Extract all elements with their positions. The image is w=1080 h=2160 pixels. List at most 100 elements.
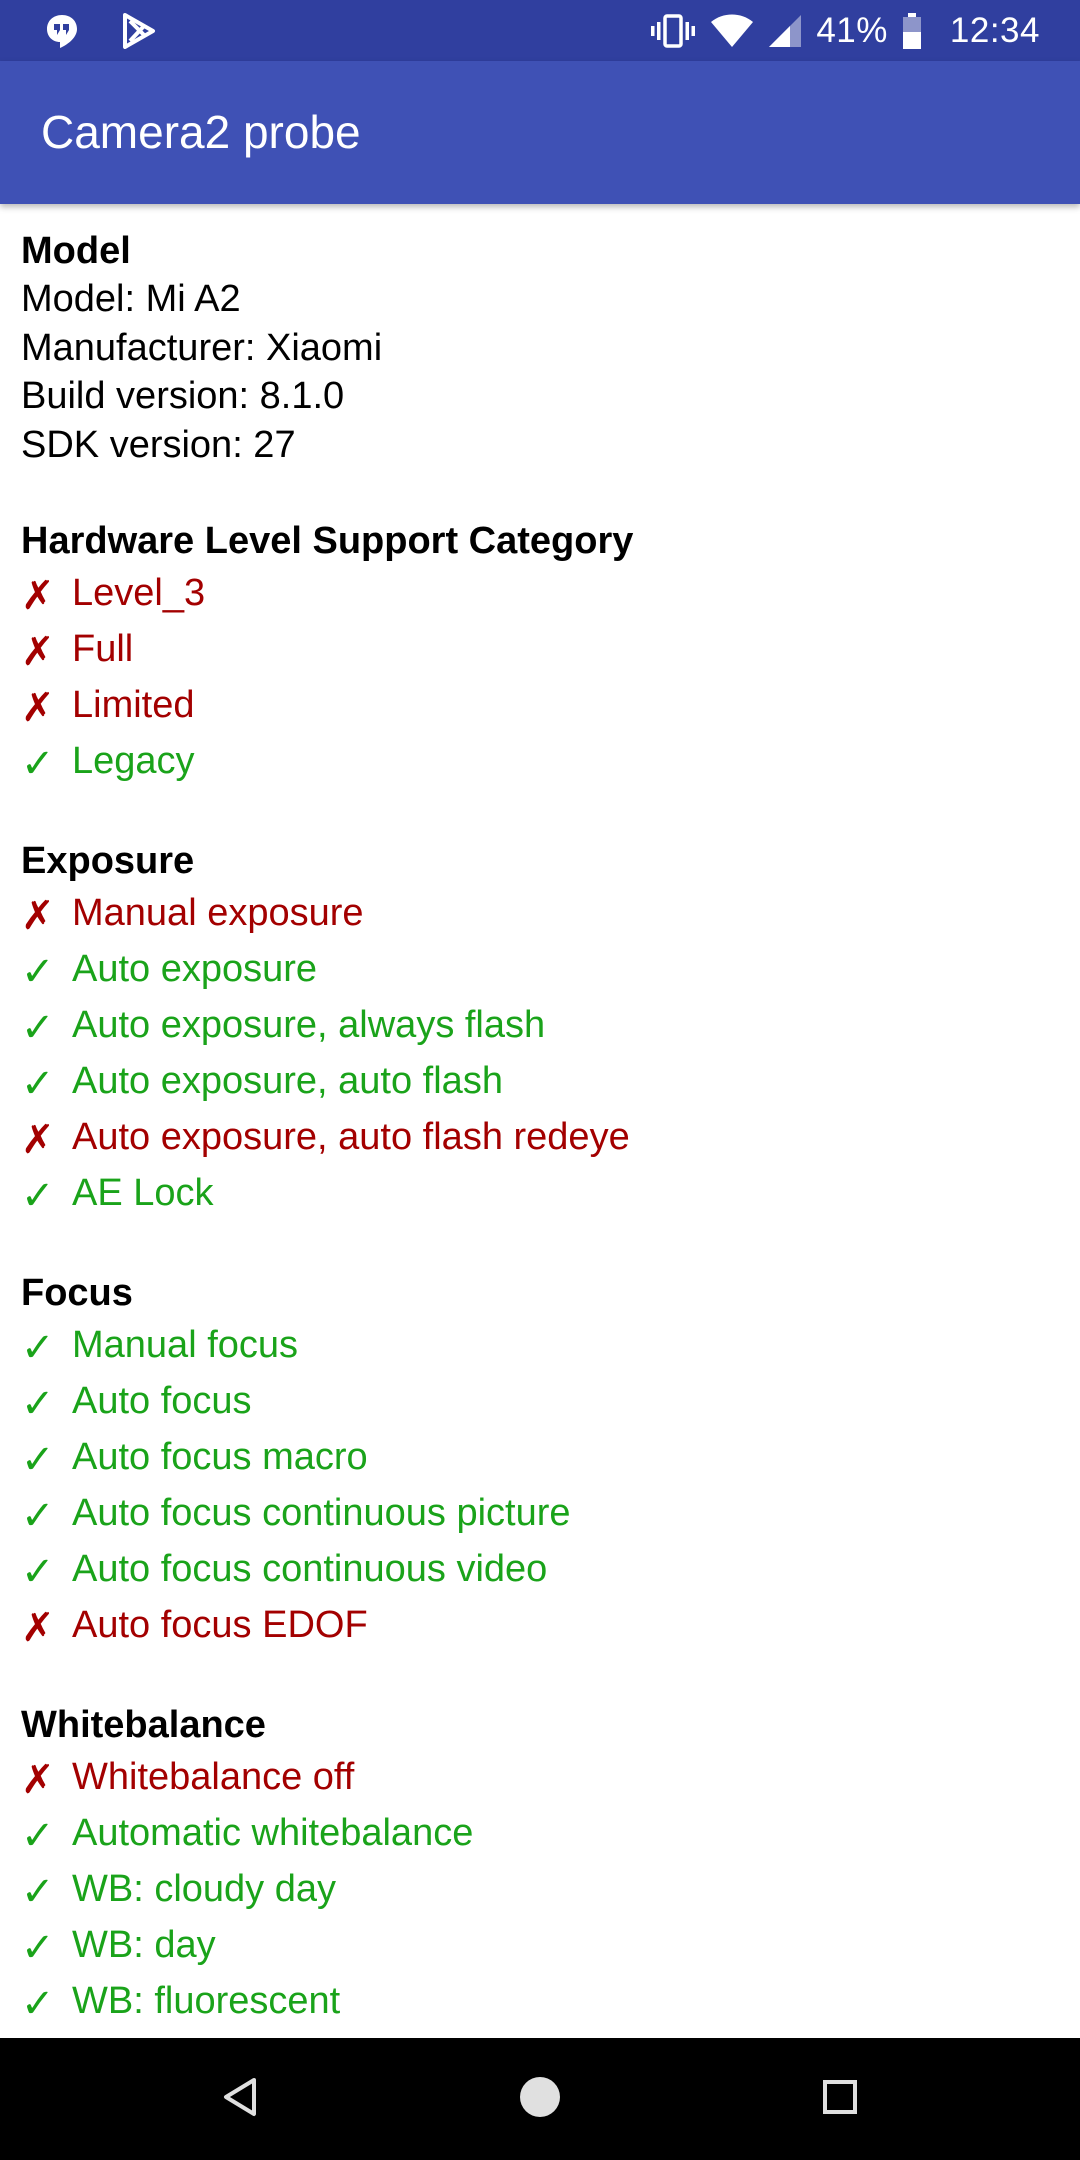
focus-list: ✓Manual focus✓Auto focus✓Auto focus macr… bbox=[21, 1317, 1080, 1653]
feature-item: ✓ Auto focus macro bbox=[21, 1429, 1080, 1485]
navigation-bar bbox=[0, 2038, 1080, 2160]
recents-icon bbox=[822, 2079, 858, 2120]
section-title-exposure: Exposure bbox=[21, 840, 195, 882]
check-icon: ✓ bbox=[21, 1870, 55, 1914]
feature-label: Auto exposure bbox=[72, 947, 318, 990]
cross-icon: ✗ bbox=[21, 894, 55, 938]
status-bar: 41% 12:34 bbox=[0, 0, 1080, 61]
feature-item: ✓ WB: fluorescent bbox=[21, 1973, 1080, 2029]
model-line: Model: Mi A2 bbox=[21, 278, 241, 320]
app-title: Camera2 probe bbox=[41, 106, 361, 158]
whitebalance-list: ✗ Whitebalance off ✓ Automatic whitebalance… bbox=[21, 1749, 1080, 2029]
notification-icons bbox=[44, 0, 156, 61]
hardware-level-section: Hardware Level Support Category ✗ Level_3… bbox=[21, 517, 1080, 789]
feature-item: ✗ Auto focus EDOF bbox=[21, 1597, 1080, 1653]
check-icon: ✓ bbox=[21, 1382, 55, 1426]
feature-label: Auto exposure, always flash bbox=[72, 1003, 546, 1046]
feature-label: Auto focus continuous video bbox=[72, 1547, 548, 1590]
feature-label: WB: cloudy day bbox=[72, 1867, 336, 1910]
hangouts-icon bbox=[44, 13, 80, 49]
feature-item: ✗ Limited bbox=[21, 677, 1080, 733]
feature-item: ✓ WB: day bbox=[21, 1917, 1080, 1973]
check-icon: ✓ bbox=[21, 1494, 55, 1538]
app-bar: Camera2 probe bbox=[0, 61, 1080, 204]
check-icon: ✓ bbox=[21, 1438, 55, 1482]
feature-label: Full bbox=[72, 627, 134, 670]
hardware-level-list: ✗ Level_3 ✗ Full ✗ Limited ✓ Legacy bbox=[21, 565, 1080, 789]
check-icon: ✓ bbox=[21, 1062, 55, 1106]
check-icon: ✓ bbox=[21, 1006, 55, 1050]
check-icon: ✓ bbox=[21, 1326, 55, 1370]
check-icon: ✓ bbox=[21, 1814, 55, 1858]
feature-label: Manual exposure bbox=[72, 891, 364, 934]
model-section: Model Model: Mi A2 Manufacturer: Xiaomi … bbox=[21, 227, 1080, 469]
cell-signal-icon bbox=[768, 14, 802, 48]
sdk-version-line: SDK version: 27 bbox=[21, 423, 296, 466]
feature-item: ✗ Manual exposure bbox=[21, 885, 1080, 941]
feature-label: Auto focus EDOF bbox=[72, 1603, 368, 1646]
feature-label: WB: day bbox=[72, 1923, 216, 1966]
exposure-list: ✗ Manual exposure ✓ Auto exposure ✓ Auto expo… bbox=[21, 885, 1080, 1221]
feature-item: ✓ AE Lock bbox=[21, 1165, 1080, 1221]
feature-label: Limited bbox=[72, 683, 195, 726]
feature-item: ✓ Manual focus bbox=[21, 1317, 1080, 1373]
probe-results[interactable]: Model Model: Mi A2 Manufacturer: Xiaomi … bbox=[0, 204, 1080, 2038]
back-icon bbox=[222, 2077, 258, 2122]
section-title-hardware-level: Hardware Level Support Category bbox=[21, 520, 634, 562]
check-icon: ✓ bbox=[21, 1982, 55, 2026]
feature-item: ✓ Auto exposure bbox=[21, 941, 1080, 997]
recents-button[interactable] bbox=[770, 2038, 910, 2160]
feature-label: Auto focus continuous picture bbox=[72, 1491, 571, 1534]
feature-item: ✓ Auto focus continuous picture bbox=[21, 1485, 1080, 1541]
feature-item: ✗ Level_3 bbox=[21, 565, 1080, 621]
feature-item: ✗ Auto exposure, auto flash redeye bbox=[21, 1109, 1080, 1165]
feature-label: Legacy bbox=[72, 739, 195, 782]
home-button[interactable] bbox=[470, 2038, 610, 2160]
cross-icon: ✗ bbox=[21, 1118, 55, 1162]
check-icon: ✓ bbox=[21, 1926, 55, 1970]
manufacturer-line: Manufacturer: Xiaomi bbox=[21, 326, 383, 369]
play-store-icon bbox=[122, 12, 156, 49]
feature-item: ✗ Full bbox=[21, 621, 1080, 677]
feature-label: Manual focus bbox=[72, 1323, 299, 1366]
feature-label: AE Lock bbox=[72, 1171, 214, 1214]
check-icon: ✓ bbox=[21, 950, 55, 994]
focus-section: Focus ✓Manual focus✓Auto focus✓Auto focu… bbox=[21, 1269, 1080, 1653]
feature-label: Auto focus macro bbox=[72, 1435, 368, 1478]
back-button[interactable] bbox=[170, 2038, 310, 2160]
battery-percent: 41% bbox=[816, 10, 888, 50]
cross-icon: ✗ bbox=[21, 574, 55, 618]
feature-item: ✓ Auto exposure, always flash bbox=[21, 997, 1080, 1053]
battery-icon bbox=[902, 12, 922, 49]
check-icon: ✓ bbox=[21, 742, 55, 786]
feature-label: WB: fluorescent bbox=[72, 1979, 341, 2022]
feature-item: ✓Auto focus bbox=[21, 1373, 1080, 1429]
whitebalance-section: Whitebalance ✗ Whitebalance off ✓ Automatic… bbox=[21, 1701, 1080, 2029]
home-icon bbox=[518, 2075, 562, 2124]
feature-item: ✗ Whitebalance off bbox=[21, 1749, 1080, 1805]
section-title-model: Model bbox=[21, 230, 131, 272]
feature-label: Auto exposure, auto flash bbox=[72, 1059, 503, 1102]
cross-icon: ✗ bbox=[21, 1606, 55, 1650]
section-title-whitebalance: Whitebalance bbox=[21, 1704, 266, 1746]
exposure-section: Exposure ✗Manual exposure✓Auto exposure✓… bbox=[21, 837, 1080, 1221]
section-title-focus: Focus bbox=[21, 1272, 133, 1314]
cross-icon: ✗ bbox=[21, 686, 55, 730]
feature-item: ✓ Auto exposure, auto flash bbox=[21, 1053, 1080, 1109]
feature-label: Automatic whitebalance bbox=[72, 1811, 474, 1854]
status-time: 12:34 bbox=[949, 10, 1040, 50]
vibrate-icon bbox=[650, 13, 696, 49]
check-icon: ✓ bbox=[21, 1550, 55, 1594]
cross-icon: ✗ bbox=[21, 1758, 55, 1802]
feature-label: Auto exposure, auto flash redeye bbox=[72, 1115, 630, 1158]
cross-icon: ✗ bbox=[21, 630, 55, 674]
feature-item: ✓ Legacy bbox=[21, 733, 1080, 789]
feature-item: ✓ Auto focus continuous video bbox=[21, 1541, 1080, 1597]
feature-label: Whitebalance off bbox=[72, 1755, 355, 1798]
wifi-icon bbox=[710, 14, 754, 48]
feature-item: ✓ Automatic whitebalance bbox=[21, 1805, 1080, 1861]
system-icons: 41% 12:34 bbox=[650, 0, 1040, 61]
feature-label: Level_3 bbox=[72, 571, 206, 614]
build-version-line: Build version: 8.1.0 bbox=[21, 375, 345, 417]
check-icon: ✓ bbox=[21, 1174, 55, 1218]
